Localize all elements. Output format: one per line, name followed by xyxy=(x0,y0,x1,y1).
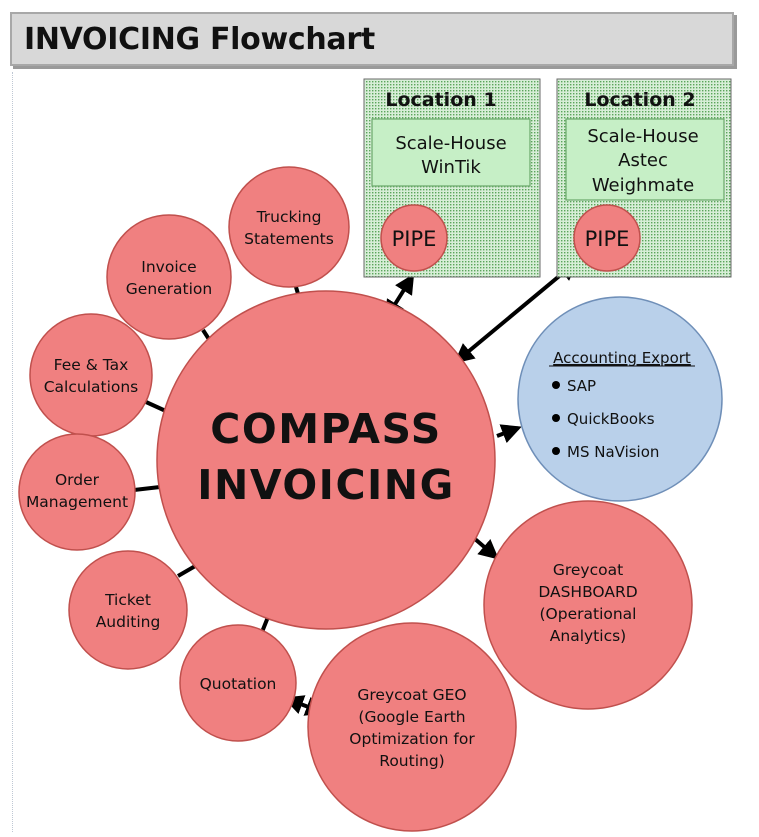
node-fee-tax: Fee & Tax Calculations xyxy=(29,313,153,437)
location-2: Location 2 Scale-House Astec Weighmate P… xyxy=(556,78,732,278)
accounting-heading: Accounting Export xyxy=(553,349,691,367)
scale-house-2-line2: Astec xyxy=(618,150,668,171)
pipe-2-node xyxy=(573,204,641,272)
page-title: INVOICING Flowchart xyxy=(24,22,375,57)
node-quotation: Quotation xyxy=(179,624,297,742)
center-line1: COMPASS xyxy=(210,405,441,453)
dashboard-line4: Analytics) xyxy=(550,627,626,645)
geo-line2: (Google Earth xyxy=(358,708,465,726)
node-greycoat-geo: Greycoat GEO (Google Earth Optimization … xyxy=(307,622,517,832)
accounting-item-msnavision: MS NaVision xyxy=(567,443,659,461)
title-bar: INVOICING Flowchart xyxy=(10,12,734,66)
dashboard-line1: Greycoat xyxy=(553,561,623,579)
bullet-icon xyxy=(552,447,560,455)
scale-house-1-box xyxy=(371,118,531,187)
fee-line2: Calculations xyxy=(44,378,139,396)
arrow-location2 xyxy=(453,260,579,364)
accounting-item-sap: SAP xyxy=(567,377,596,395)
connector-ticket xyxy=(176,563,199,578)
center-line2: INVOICING xyxy=(197,461,455,509)
invoice-line1: Invoice xyxy=(141,258,196,276)
scale-house-1-line2: WinTik xyxy=(421,157,481,178)
geo-line3: Optimization for xyxy=(349,730,475,748)
location-2-label: Location 2 xyxy=(584,89,695,111)
node-greycoat-dashboard: Greycoat DASHBOARD (Operational Analytic… xyxy=(483,500,693,710)
geo-line4: Routing) xyxy=(379,752,444,770)
scale-house-1-line1: Scale-House xyxy=(395,133,506,154)
node-invoice-generation: Invoice Generation xyxy=(106,214,232,340)
location-1: Location 1 Scale-House WinTik PIPE xyxy=(363,78,541,278)
connector-order xyxy=(133,485,161,492)
center-circle xyxy=(156,290,496,630)
dashboard-line2: DASHBOARD xyxy=(538,583,637,601)
node-order-management: Order Management xyxy=(18,433,136,551)
trucking-line2: Statements xyxy=(244,230,334,248)
node-ticket-auditing: Ticket Auditing xyxy=(68,550,188,670)
arrow-dashboard xyxy=(473,537,500,560)
fee-line1: Fee & Tax xyxy=(54,356,129,374)
center-node: COMPASS INVOICING xyxy=(156,290,496,630)
ticket-line1: Ticket xyxy=(104,591,151,609)
order-line2: Management xyxy=(26,493,128,511)
bullet-icon xyxy=(552,414,560,422)
node-trucking-statements: Trucking Statements xyxy=(228,166,350,288)
left-border xyxy=(12,72,13,832)
dashboard-line3: (Operational xyxy=(540,605,637,623)
trucking-line1: Trucking xyxy=(256,208,322,226)
order-line1: Order xyxy=(55,471,100,489)
scale-house-2-line1: Scale-House xyxy=(587,126,698,147)
accounting-item-quickbooks: QuickBooks xyxy=(567,410,655,428)
arrow-accounting xyxy=(496,424,522,444)
scale-house-2-line3: Weighmate xyxy=(592,175,694,196)
location-1-label: Location 1 xyxy=(385,89,496,111)
pipe-1-label: PIPE xyxy=(392,227,437,251)
bullet-icon xyxy=(552,381,560,389)
ticket-line2: Auditing xyxy=(96,613,161,631)
pipe-1-node xyxy=(380,204,448,272)
pipe-2-label: PIPE xyxy=(585,227,630,251)
scale-house-2-box xyxy=(565,118,725,201)
quotation-label: Quotation xyxy=(200,675,277,693)
node-accounting-export: Accounting Export SAP QuickBooks MS NaVi… xyxy=(517,296,723,502)
geo-line1: Greycoat GEO xyxy=(357,686,466,704)
invoice-line2: Generation xyxy=(126,280,212,298)
